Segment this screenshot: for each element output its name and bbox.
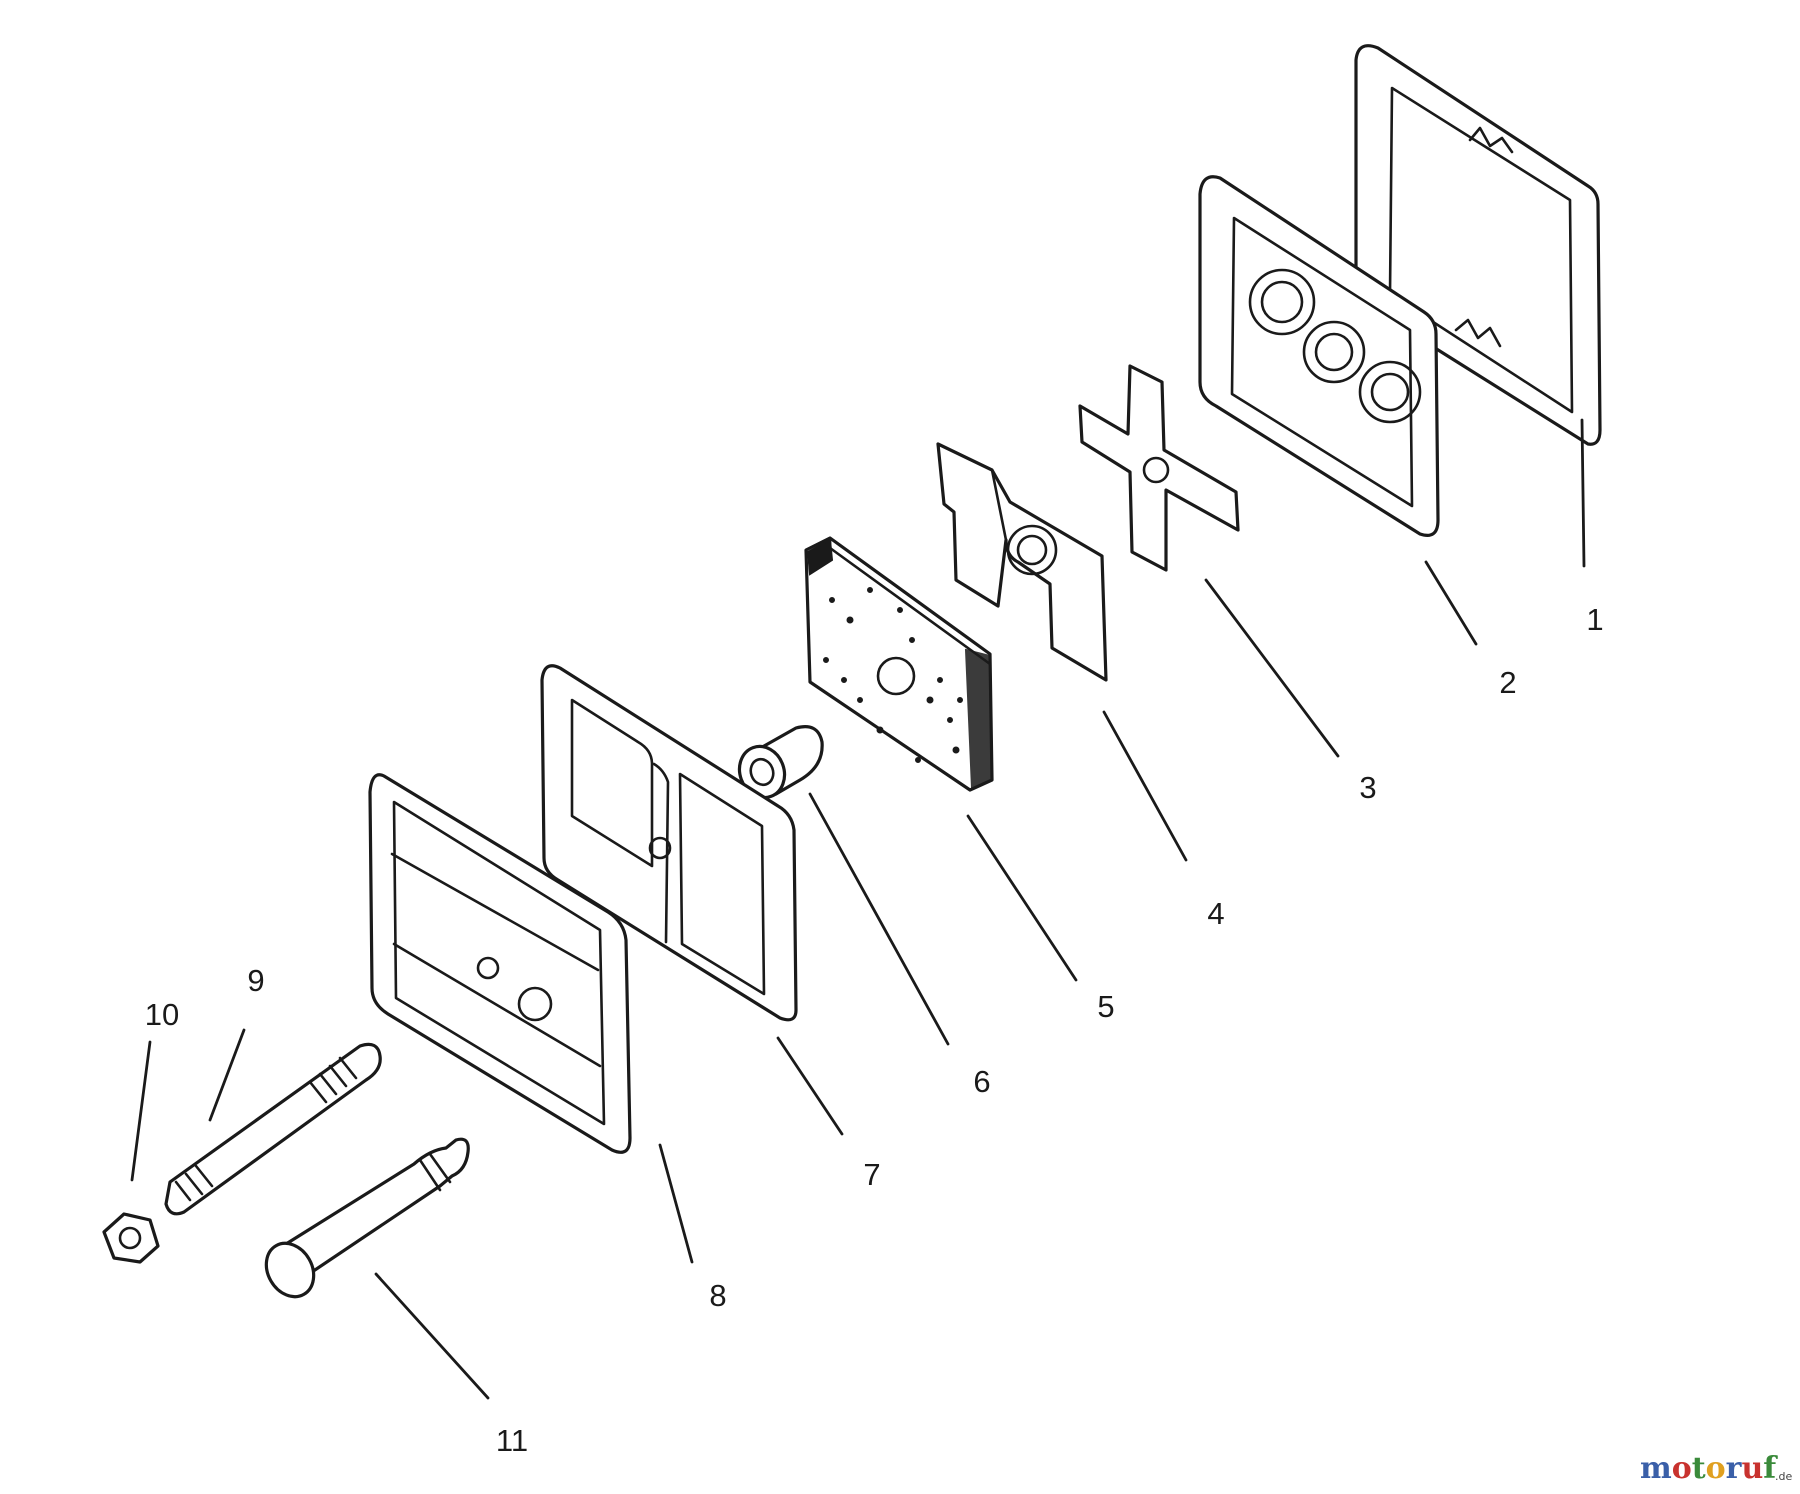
part-7-gasket: [540, 664, 798, 1022]
callout-9: 9: [247, 963, 264, 998]
part-11-sleeve: [264, 1137, 470, 1299]
part-1-gasket: [1354, 44, 1602, 446]
part-3-cross-plate: [1078, 364, 1240, 572]
callout-10: 10: [145, 997, 179, 1032]
part-6-spacer-tube: [737, 725, 824, 800]
leader-1: [1580, 418, 1586, 568]
part-8-cover: [368, 773, 632, 1154]
leader-2: [1424, 560, 1478, 646]
watermark-text: motoruf: [1640, 1451, 1778, 1486]
part-10-nut: [102, 1212, 160, 1264]
leader-6: [808, 792, 950, 1046]
callout-3: 3: [1359, 770, 1376, 805]
leader-5: [966, 814, 1078, 982]
callouts: 1 2 3 4 5 6 7 8 9 10 11: [145, 602, 1604, 1458]
part-2-base-plate: [1198, 175, 1440, 537]
callout-11: 11: [496, 1423, 528, 1458]
callout-8: 8: [709, 1278, 726, 1313]
callout-5: 5: [1097, 989, 1114, 1024]
callout-1: 1: [1586, 602, 1603, 637]
watermark-logo: motoruf .de: [1640, 1451, 1792, 1486]
callout-4: 4: [1207, 896, 1224, 931]
leader-3: [1204, 578, 1340, 758]
callout-2: 2: [1499, 665, 1516, 700]
part-5-foam-element: [804, 536, 994, 792]
callout-7: 7: [863, 1157, 880, 1192]
leader-9: [208, 1028, 246, 1122]
watermark-suffix: .de: [1775, 1470, 1792, 1483]
leader-4: [1102, 710, 1188, 862]
leader-10: [130, 1040, 152, 1182]
leader-8: [658, 1143, 694, 1264]
leader-11: [374, 1272, 490, 1400]
part-9-threaded-stud: [164, 1042, 382, 1216]
leader-7: [776, 1036, 844, 1136]
leader-lines: [130, 418, 1586, 1400]
part-4-bracket: [936, 442, 1108, 682]
callout-6: 6: [973, 1064, 990, 1099]
